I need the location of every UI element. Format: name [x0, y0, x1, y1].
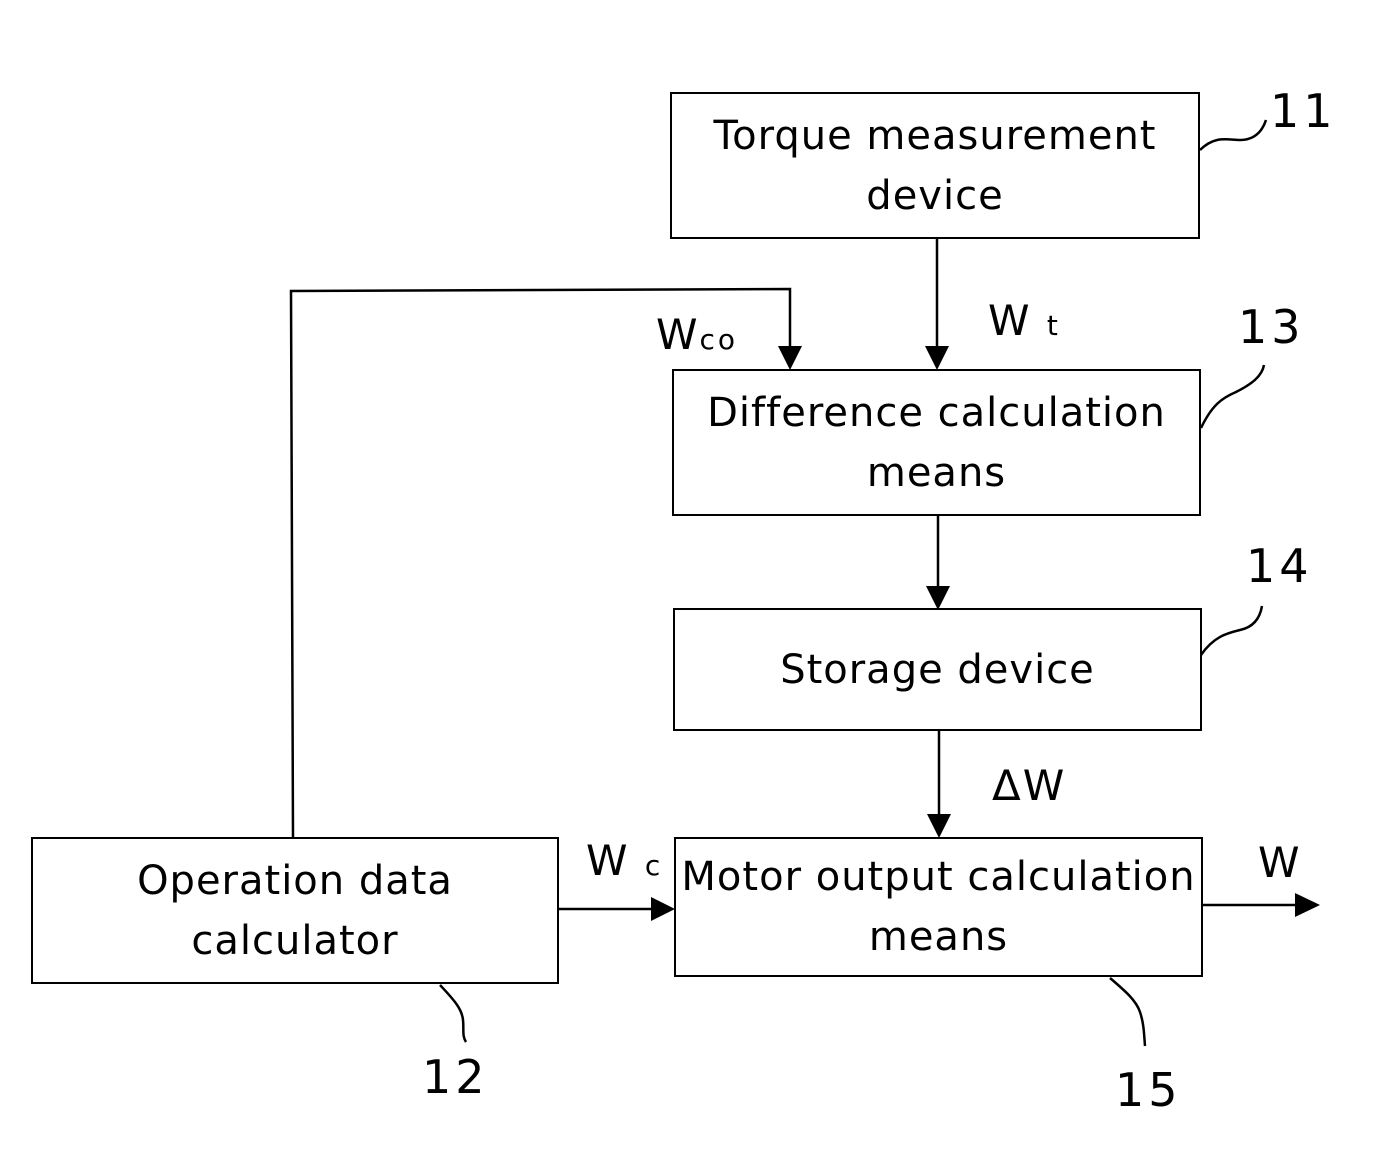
- leader-13: [1201, 365, 1264, 428]
- wco-arrowhead: [778, 346, 802, 370]
- storage-device-block: Storage device: [673, 608, 1202, 731]
- diff-to-storage-arrowhead: [926, 586, 950, 610]
- w-output-signal-label: W: [1258, 842, 1302, 884]
- ref-14: 14: [1246, 543, 1313, 589]
- difference-block-label-line1: Difference calculation: [707, 383, 1166, 443]
- w-output-arrowhead: [1295, 893, 1320, 917]
- ref-13: 13: [1238, 304, 1305, 350]
- torque-measurement-device-block: Torque measurement device: [670, 92, 1200, 239]
- torque-block-label-line2: device: [866, 166, 1003, 226]
- wt-signal-label: W t: [988, 300, 1061, 342]
- storage-block-label: Storage device: [780, 640, 1095, 700]
- operation-block-label-line2: calculator: [191, 911, 398, 971]
- leader-11: [1200, 120, 1266, 150]
- motor-block-label-line2: means: [869, 907, 1008, 967]
- wco-signal-label: Wco: [656, 314, 738, 356]
- operation-data-calculator-block: Operation data calculator: [31, 837, 559, 984]
- leader-15: [1110, 978, 1145, 1046]
- delta-w-signal-label: ΔW: [992, 765, 1066, 807]
- leader-12: [440, 985, 466, 1042]
- wt-arrowhead: [925, 346, 949, 370]
- operation-block-label-line1: Operation data: [137, 851, 453, 911]
- difference-block-label-line2: means: [867, 443, 1006, 503]
- motor-block-label-line1: Motor output calculation: [681, 847, 1195, 907]
- motor-output-calculation-means-block: Motor output calculation means: [674, 837, 1203, 977]
- ref-12: 12: [422, 1054, 489, 1100]
- ref-11: 11: [1270, 88, 1337, 134]
- torque-block-label-line1: Torque measurement: [714, 106, 1157, 166]
- delta-w-arrowhead: [927, 814, 951, 838]
- wc-signal-label: W c: [586, 840, 663, 882]
- wc-arrowhead: [651, 897, 675, 921]
- ref-15: 15: [1115, 1067, 1182, 1113]
- difference-calculation-means-block: Difference calculation means: [672, 369, 1201, 516]
- leader-14: [1201, 606, 1262, 655]
